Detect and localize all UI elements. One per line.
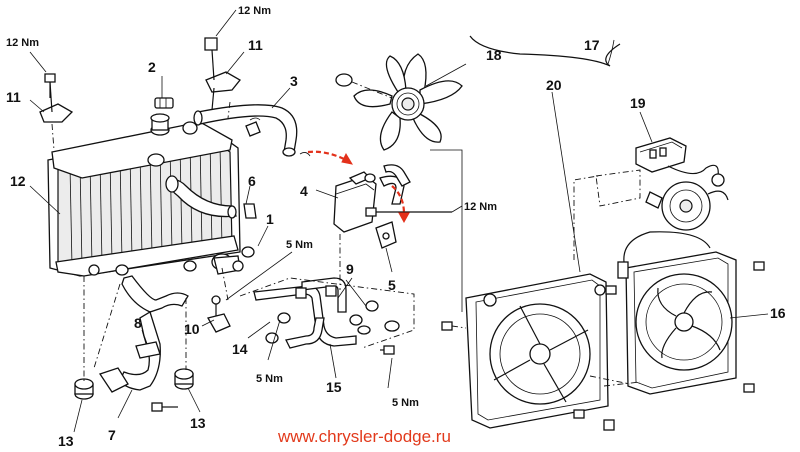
grommet-13-right — [174, 368, 194, 390]
callout-11-left: 11 — [6, 89, 21, 105]
motor-outline — [595, 169, 641, 207]
callout-4: 4 — [300, 183, 308, 199]
radiator-cap — [154, 97, 174, 109]
callout-18: 18 — [486, 47, 502, 63]
radiator — [47, 113, 241, 277]
shroud-motor-line — [573, 175, 599, 260]
callout-13-right: 13 — [190, 415, 206, 431]
callout-7: 7 — [108, 427, 116, 443]
cooling-fan-blade — [335, 53, 463, 151]
callout-6: 6 — [248, 173, 256, 189]
torque-bracket: 5 Nm — [286, 239, 313, 251]
callout-9: 9 — [346, 261, 354, 277]
bolt-13 — [151, 402, 178, 412]
fan-leader-line — [430, 149, 463, 312]
callout-17: 17 — [584, 37, 600, 53]
callout-19: 19 — [630, 95, 646, 111]
fan-shroud-20 — [441, 273, 617, 431]
callout-14: 14 — [232, 341, 248, 357]
callout-2: 2 — [148, 59, 156, 75]
mount-bracket-left — [39, 73, 74, 123]
hose-clamp-10 — [207, 295, 231, 333]
fan-shroud-16 — [617, 231, 765, 395]
group-bracket-17 — [469, 35, 621, 67]
torque-pipe-left: 5 Nm — [256, 373, 283, 385]
grommet-13-left — [74, 378, 94, 400]
alignment-lines — [51, 101, 341, 384]
torque-top-left: 12 Nm — [6, 37, 39, 49]
coolant-flow-arrows — [307, 150, 410, 224]
callout-15: 15 — [326, 379, 342, 395]
callout-11-top: 11 — [248, 37, 263, 53]
coolant-reservoir — [333, 164, 452, 233]
callout-3: 3 — [290, 73, 298, 89]
fan-motor-relay — [635, 137, 725, 187]
callout-16: 16 — [770, 305, 786, 321]
torque-pipe-right: 5 Nm — [392, 397, 419, 409]
fan-motor — [645, 181, 729, 231]
drain-plug-assembly — [213, 246, 255, 275]
lower-radiator-hose-6 — [165, 175, 257, 219]
leader-lines — [29, 9, 769, 433]
callout-8: 8 — [134, 315, 142, 331]
reservoir-bracket — [375, 221, 397, 249]
mount-bracket-top — [204, 37, 241, 111]
callout-12: 12 — [10, 173, 26, 189]
watermark-url[interactable]: www.chrysler-dodge.ru — [277, 427, 451, 446]
torque-top-center: 12 Nm — [238, 5, 271, 17]
pipe-group-outline — [239, 277, 415, 349]
upper-radiator-hose — [193, 104, 311, 157]
callout-20: 20 — [546, 77, 562, 93]
shroud-bolt-line — [451, 325, 467, 329]
torque-reservoir: 12 Nm — [464, 201, 497, 213]
callout-1: 1 — [266, 211, 274, 227]
callout-5-reservoir: 5 — [388, 277, 396, 293]
callout-10: 10 — [184, 321, 200, 337]
shroud-link-line — [603, 381, 641, 387]
callout-13-left: 13 — [58, 433, 74, 449]
lower-hose-7 — [98, 275, 189, 393]
